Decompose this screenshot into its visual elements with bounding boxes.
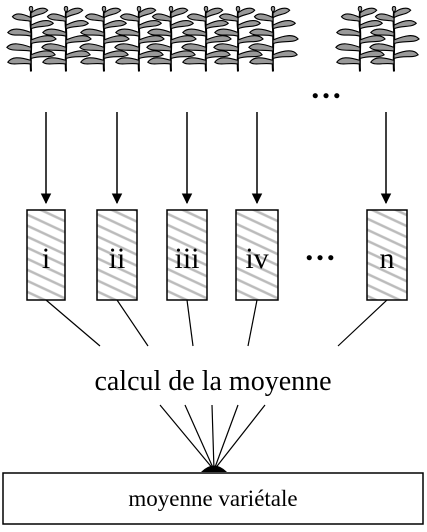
sample-label-iii: iii xyxy=(174,242,199,275)
sample-label-i: i xyxy=(42,242,50,275)
sample-label-ii: ii xyxy=(109,242,126,275)
connector-lines xyxy=(45,299,388,347)
plant-ellipsis: … xyxy=(310,69,342,105)
arrows xyxy=(40,112,392,205)
box-ellipsis: … xyxy=(304,231,336,267)
sample-box-iv: iv xyxy=(235,209,279,301)
process-label: calcul de la moyenne xyxy=(94,366,331,397)
merge-point xyxy=(201,465,227,472)
sample-box-ii: ii xyxy=(96,209,138,301)
sample-box-n: n xyxy=(366,209,408,301)
result-box: moyenne variétale xyxy=(2,472,424,525)
sample-label-n: n xyxy=(380,242,395,275)
fan-lines xyxy=(159,404,266,471)
result-label: moyenne variétale xyxy=(128,486,297,511)
sample-box-i: i xyxy=(26,209,66,301)
sample-label-iv: iv xyxy=(245,242,268,275)
plant-row xyxy=(5,5,420,73)
sample-box-iii: iii xyxy=(166,209,208,301)
